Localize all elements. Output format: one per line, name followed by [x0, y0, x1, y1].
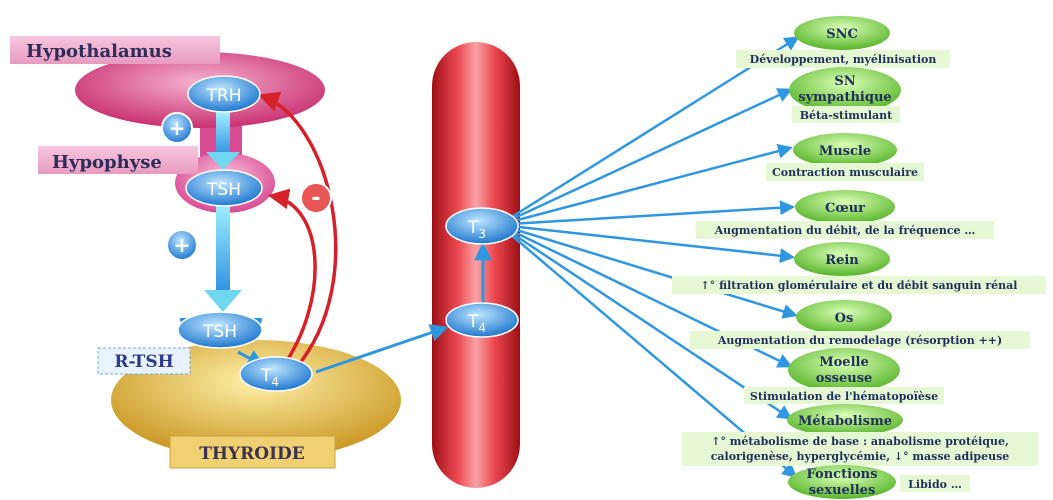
svg-text:+: + [169, 116, 186, 140]
moelle-name-line1: Moelle [819, 355, 868, 370]
t4-thyroid-subscript: 4 [271, 375, 279, 389]
t3-target-arrows [510, 38, 797, 476]
target-muscle: Muscle Contraction musculaire [766, 133, 924, 181]
tsh-lower-label: TSH [202, 322, 237, 342]
coeur-name: Cœur [825, 201, 865, 216]
t4-blood-bubble: T4 [446, 303, 518, 337]
thyroide-label: THYROIDE [199, 444, 304, 464]
moelle-effect: Stimulation de l'hématopoïèse [750, 390, 938, 403]
muscle-effect: Contraction musculaire [772, 166, 918, 179]
tsh-to-thyroid-arrowhead [204, 290, 242, 312]
target-sn-sympathique: SN sympathique Béta-stimulant [789, 67, 901, 123]
metabolisme-effect-line1: ↑° métabolisme de base : anabolisme prot… [711, 435, 1009, 448]
target-os: Os Augmentation du remodelage (résorptio… [690, 300, 1030, 349]
trh-bubble: TRH [188, 76, 260, 112]
rein-name: Rein [825, 253, 859, 268]
plus-sign-2: + [167, 230, 197, 260]
tsh-to-thyroid-arrow-shaft [216, 204, 230, 294]
hypothalamus-label: Hypothalamus [26, 41, 172, 62]
trh-to-tsh-arrow-shaft [216, 112, 230, 156]
tsh-lower-bubble: TSH [178, 312, 262, 348]
svg-text:+: + [174, 233, 191, 257]
t4-blood-label: T [467, 312, 479, 332]
t4-thyroid-bubble: T4 [240, 357, 312, 391]
snc-effect: Développement, myélinisation [750, 53, 937, 66]
target-moelle-osseuse: Moelle osseuse Stimulation de l'hématopo… [744, 348, 944, 404]
hypophyse-label: Hypophyse [52, 152, 162, 173]
muscle-name: Muscle [819, 144, 871, 159]
tsh-upper-label: TSH [206, 180, 241, 200]
r-tsh-label: R-TSH [114, 352, 173, 372]
coeur-effect: Augmentation du débit, de la fréquence … [714, 224, 976, 237]
t4-thyroid-label: T [260, 366, 272, 386]
arrow-to-sn-sympathique [510, 90, 790, 220]
target-snc: SNC Développement, myélinisation [736, 16, 950, 68]
target-fonctions-sexuelles: Fonctions sexuelles Libido … [788, 465, 970, 499]
tsh-upper-bubble: TSH [186, 170, 262, 206]
t4-blood-subscript: 4 [478, 321, 486, 335]
sn-name-line2: sympathique [798, 90, 891, 105]
sn-name-line1: SN [834, 74, 855, 89]
t4-to-trh-feedback-arrow [262, 96, 336, 368]
fonctions-name-line1: Fonctions [807, 467, 878, 482]
metabolisme-effect-line2: calorigenèse, hyperglycémie, ↓° masse ad… [711, 450, 1010, 463]
snc-name: SNC [826, 27, 858, 42]
moelle-name-line2: osseuse [816, 371, 873, 386]
rein-effect: ↑° filtration glomérulaire et du débit s… [701, 279, 1018, 292]
svg-text:-: - [311, 186, 320, 211]
target-coeur: Cœur Augmentation du débit, de la fréque… [696, 190, 994, 239]
t3-bubble: T3 [446, 208, 518, 244]
t3-subscript: 3 [478, 227, 486, 241]
plus-sign-1: + [162, 113, 192, 143]
trh-label: TRH [206, 86, 242, 106]
target-metabolisme: Métabolisme ↑° métabolisme de base : ana… [682, 404, 1038, 466]
sn-effect: Béta-stimulant [800, 109, 893, 122]
blood-vessel [432, 42, 520, 488]
t3-label: T [467, 218, 479, 238]
metabolisme-name: Métabolisme [798, 414, 892, 429]
fonctions-effect: Libido … [908, 478, 962, 491]
minus-sign: - [301, 183, 331, 213]
fonctions-name-line2: sexuelles [809, 483, 876, 498]
os-name: Os [835, 311, 854, 326]
os-effect: Augmentation du remodelage (résorption +… [717, 334, 1002, 347]
